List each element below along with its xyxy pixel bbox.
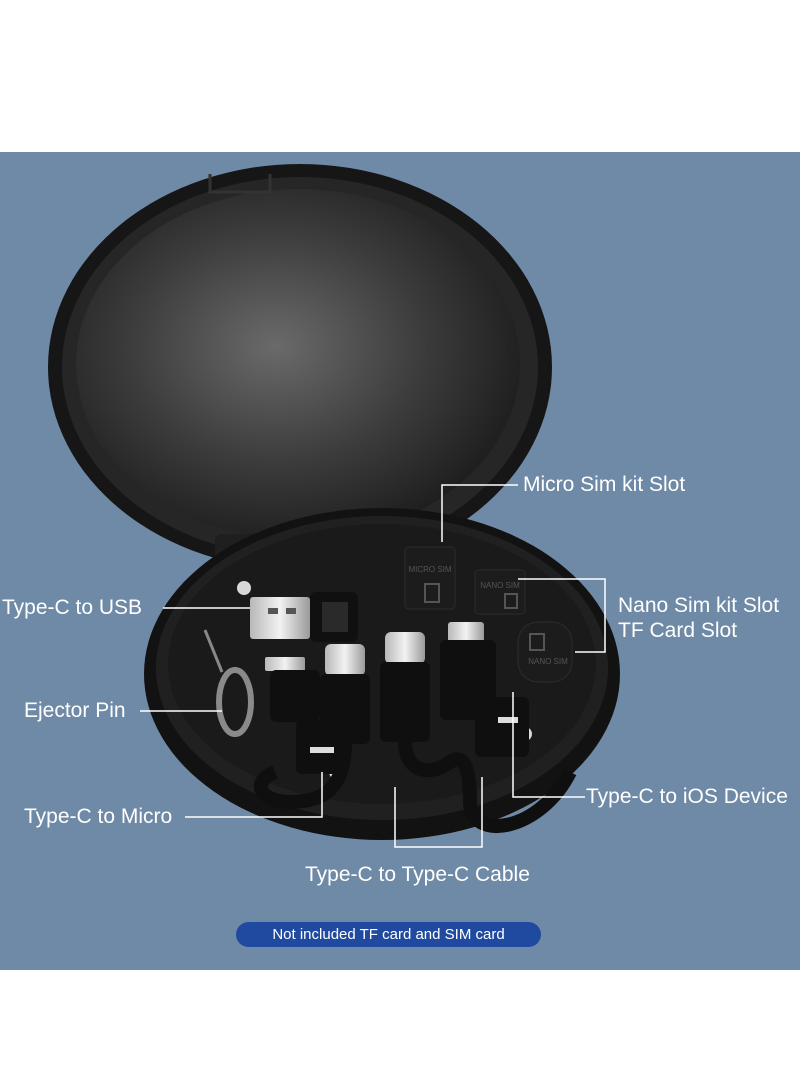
case-lid <box>48 164 552 570</box>
product-panel: MICRO SIM NANO SIM NANO SIM <box>0 152 800 970</box>
callout-lines <box>140 484 606 848</box>
screw <box>237 581 251 595</box>
micro-sim-marking: MICRO SIM <box>408 565 451 574</box>
type-c-to-usb-adapter <box>250 592 358 642</box>
type-c-to-usb-label: Type-C to USB <box>2 596 143 619</box>
type-c-to-ios-adapter <box>440 622 577 833</box>
ejector-pin <box>203 629 254 737</box>
adapter-kit-photo: MICRO SIM NANO SIM NANO SIM <box>48 164 620 848</box>
type-c-to-type-c-callout <box>394 777 483 848</box>
sim-slots: MICRO SIM NANO SIM NANO SIM <box>404 546 573 683</box>
nano-sim-marking: NANO SIM <box>480 581 520 590</box>
nano-sim-callout <box>518 578 606 653</box>
type-c-to-micro-label: Type-C to Micro <box>24 805 173 828</box>
micro-sim-callout <box>441 484 518 542</box>
nano-sim-kit-slot-label: Nano Sim kit Slot <box>618 594 780 617</box>
nano-sim-marking-2: NANO SIM <box>528 657 568 666</box>
not-included-note-badge: Not included TF card and SIM card <box>236 922 541 947</box>
ejector-pin-label: Ejector Pin <box>24 699 126 722</box>
type-c-to-type-c-cable <box>254 632 477 809</box>
type-c-to-ios-callout <box>512 692 585 798</box>
tf-card-slot-label: TF Card Slot <box>618 619 738 642</box>
type-c-to-ios-device-label: Type-C to iOS Device <box>586 785 788 808</box>
micro-sim-kit-slot-label: Micro Sim kit Slot <box>523 473 686 496</box>
type-c-to-type-c-cable-label: Type-C to Type-C Cable <box>305 863 530 886</box>
type-c-to-micro-callout <box>185 772 323 818</box>
